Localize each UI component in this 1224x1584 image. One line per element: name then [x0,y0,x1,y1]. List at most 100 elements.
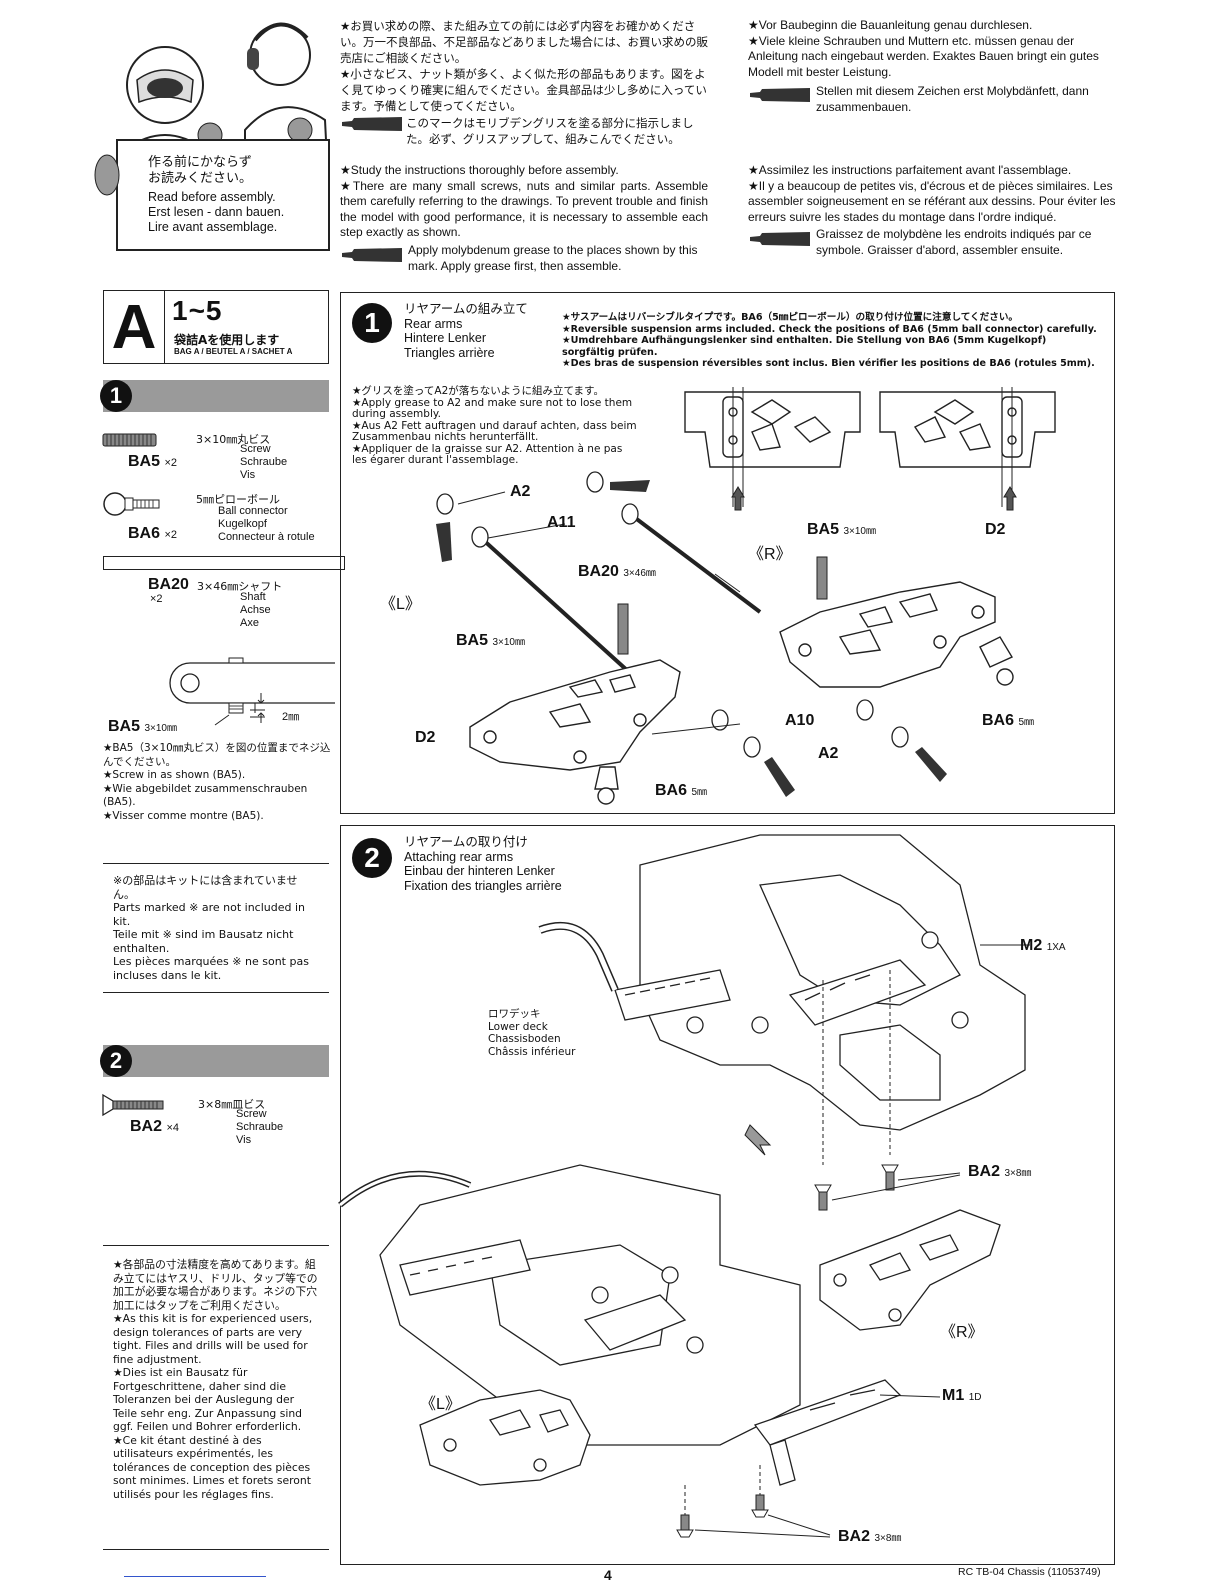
detail-gap: 2㎜ [282,711,300,723]
label-m1: M1 [942,1387,965,1404]
label-ba5-right-size: 3×10㎜ [843,526,876,537]
arm-top-view-right [879,391,1056,468]
step2-number: 2 [352,838,392,878]
grease-note-en: Apply molybdenum grease to the places sh… [408,243,698,273]
label-ba20-size: 3×46㎜ [623,568,656,579]
label-a2-bottom: A2 [818,745,839,762]
step1-panel [340,292,1115,814]
grease-mark-icon [750,232,810,246]
label-d2-left: D2 [415,729,436,746]
label-ba5-right: BA5 [807,521,840,538]
sign-text-en: Read before assembly. [148,190,276,204]
bag-text-en: BAG A / BEUTEL A / SACHET A [174,347,293,356]
part-qty-ba5: ×2 [164,457,178,469]
ba5-screw-note: ★BA5（3×10㎜丸ビス）を図の位置までネジ込んでください。 ★Screw i… [103,742,331,822]
step1-assembly-diagram [436,387,1056,805]
step1-title-jp: リヤアームの組み立て [404,301,528,316]
m1-part [753,1379,902,1486]
not-included-note: ※の部品はキットには含まれていません。 Parts marked ※ are n… [103,863,329,993]
label-r-installed: 《R》 [940,1324,984,1341]
intro-de: ★Vor Baubeginn die Bauanleitung genau du… [748,18,1099,79]
part-names-ba6: Ball connector Kugelkopf Connecteur à ro… [218,505,315,543]
document-title: RC TB-04 Chassis (11053749) [958,1566,1101,1578]
label-left-arm: 《L》 [380,596,421,613]
label-ba6-right: BA6 [982,712,1015,729]
step1-title-fr: Triangles arrière [404,345,495,360]
part-size-ba2: 3×8㎜皿ビス [198,1098,266,1111]
ba5-position-diagram [165,655,345,730]
rear-arm-right [779,581,1014,688]
sidebar-step1-bar [103,380,329,412]
part-names-ba2: Screw Schraube Vis [236,1108,284,1146]
rear-arm-left [469,659,681,805]
label-m1-sub: 1D [968,1392,982,1403]
part-qty-ba20: ×2 [150,593,163,605]
grease-note-fr: Graissez de molybdène les endroits indiq… [816,227,1092,257]
part-size-ba5: 3×10㎜丸ビス [196,433,271,446]
step2-title-en: Attaching rear arms [404,849,514,864]
part-code-ba2: BA2 [130,1118,163,1135]
sidebar-step2-bar [103,1045,329,1077]
header-illustration: 作る前にかならず お読みください。 Read before assembly. … [94,10,335,270]
bag-letter: A [104,291,165,363]
grease-mark-icon [342,117,402,131]
label-a11: A11 [547,514,576,531]
footer-link-line [124,1576,266,1577]
part-names-ba5: Screw Schraube Vis [240,443,288,481]
bag-text-jp: 袋詰Aを使用します [174,333,280,347]
grease-note-jp: このマークはモリブデングリスを塗る部分に指示しました。必ず、グリスアップして、組… [406,116,694,146]
sidebar-step2-number: 2 [100,1045,132,1077]
intro-fr: ★Assimilez les instructions parfaitement… [748,163,1116,224]
part-code-ba5: BA5 [128,453,161,470]
step1-title-de: Hintere Lenker [404,331,486,345]
step1-grease-note: ★グリスを塗ってA2が落ちないように組み立てます。 ★Apply grease … [352,385,637,466]
label-a10: A10 [785,712,815,729]
label-ba6-left-size: 5㎜ [691,787,708,798]
intro-jp: ★お買い求めの際、また組み立ての前には必ず内容をお確かめください。万一不良部品、… [340,19,708,113]
sign-text-de: Erst lesen - dann bauen. [148,205,285,219]
label-ba5-left: BA5 [456,632,489,649]
label-ba2-bottom-size: 3×8㎜ [874,1533,902,1544]
label-ba2-top: BA2 [968,1163,1001,1180]
sign-text-jp: 作る前にかならず お読みください。 [148,155,253,186]
label-m2-sub: 1XA [1046,942,1066,953]
shaft-icon [103,556,345,570]
intro-en: ★Study the instructions thoroughly befor… [340,163,708,239]
step2-title-fr: Fixation des triangles arrière [404,878,562,893]
label-a2-top: A2 [510,483,531,500]
step1-reversible-note: ★サスアームはリバーシブルタイプです。BA6（5㎜ピローボール）の取り付け位置に… [562,312,1097,369]
label-ba20: BA20 [578,563,619,580]
lower-deck-label: ロワデッキ Lower deck Chassisboden Châssis in… [488,1008,576,1058]
part-size-ba6: 5㎜ピローボール [196,493,280,506]
grease-note-de: Stellen mit diesem Zeichen erst Molybdän… [816,84,1089,114]
label-m2: M2 [1020,937,1043,954]
detail-ba5-code: BA5 [108,718,141,735]
page-number: 4 [604,1567,612,1583]
label-right-arm: 《R》 [748,546,792,563]
countersunk-screw-icon [102,1093,165,1117]
part-names-ba20: Shaft Achse Axe [240,591,271,629]
sidebar-step1-number: 1 [100,380,132,412]
label-d2-right: D2 [985,521,1006,538]
rear-arm-r-installed [819,1209,1001,1331]
screw-icon [102,433,158,447]
part-code-ba6: BA6 [128,525,161,542]
label-ba5-left-size: 3×10㎜ [492,637,525,648]
arm-top-view-left [684,391,861,468]
step2-title-de: Einbau der hinteren Lenker [404,864,555,878]
part-qty-ba2: ×4 [166,1122,180,1134]
bag-a-box: A 1~5 袋詰Aを使用します BAG A / BEUTEL A / SACHE… [103,290,329,364]
label-ba6-right-size: 5㎜ [1018,717,1035,728]
label-ba6-left: BA6 [655,782,688,799]
bag-steps: 1~5 [172,295,223,326]
part-code-ba20: BA20 [148,576,189,593]
grease-mark-icon [750,88,810,102]
label-l-installed: 《L》 [420,1396,461,1413]
ball-connector-icon [103,490,163,520]
label-ba2-bottom: BA2 [838,1528,871,1545]
chassis-upper [614,834,1026,1131]
chassis-lower [379,1164,801,1446]
rear-arm-l-installed [419,1389,591,1486]
experienced-users-note: ★各部品の寸法精度を高めてあります。組み立てにはヤスリ、ドリル、タップ等での加工… [103,1245,329,1550]
grease-mark-icon [342,248,402,262]
